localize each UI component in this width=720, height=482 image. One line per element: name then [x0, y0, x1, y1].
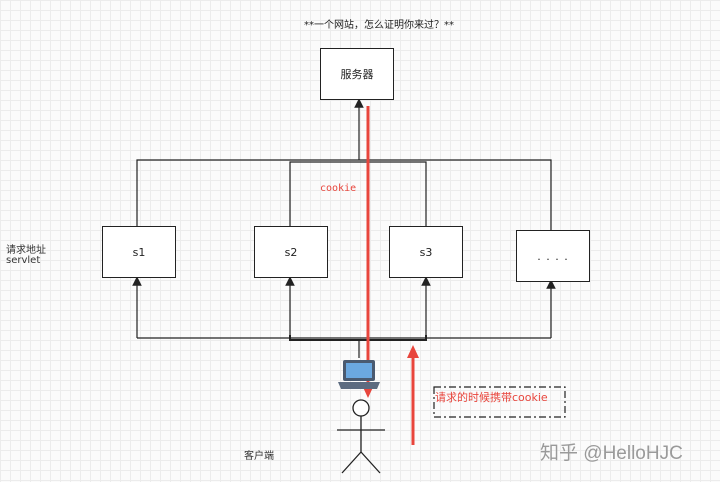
more-node: . . . .	[516, 230, 590, 282]
client-label: 客户端	[244, 451, 274, 462]
bottom-bus-inner	[289, 335, 427, 341]
top-bus-inner	[289, 161, 427, 226]
servlet-label: servlet	[6, 255, 41, 266]
carry-cookie-label: 请求的时候携带cookie	[435, 391, 548, 404]
s1-node: s1	[102, 226, 176, 278]
annotation-dashed-box	[433, 386, 566, 418]
cookie-label: cookie	[320, 183, 357, 194]
red-arrow-up-head	[407, 345, 419, 358]
page-title: **一个网站，怎么证明你来过？**	[304, 20, 454, 31]
stick-figure-icon	[337, 399, 385, 474]
watermark: 知乎 @HelloHJC	[540, 443, 683, 464]
s3-node: s3	[389, 226, 463, 278]
laptop-icon	[338, 360, 380, 389]
server-node: 服务器	[320, 48, 394, 100]
top-bus	[136, 159, 552, 230]
request-address-label: 请求地址	[6, 245, 46, 256]
s2-node: s2	[254, 226, 328, 278]
